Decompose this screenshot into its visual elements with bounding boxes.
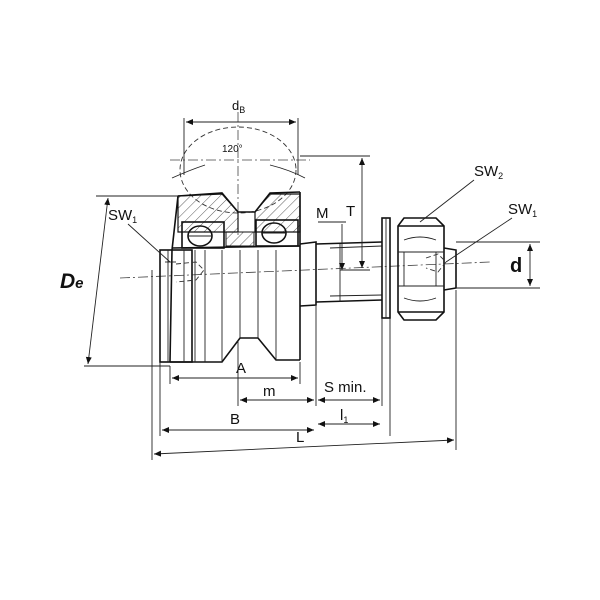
label-angle: 120° [222, 144, 243, 155]
dimension-T [300, 155, 370, 271]
hex-nut [397, 217, 445, 321]
dimension-De [84, 195, 178, 367]
hex-socket-left [165, 261, 205, 283]
label-l1: l1 [340, 407, 348, 425]
dimension-S-min [318, 318, 383, 406]
dimension-M [318, 221, 346, 270]
label-B: B [230, 411, 240, 428]
label-S-min: S min. [324, 379, 367, 396]
label-d: d [510, 255, 522, 277]
label-dB: dB [232, 98, 245, 115]
dimension-B [159, 362, 314, 436]
leader-SW1-left [127, 223, 171, 263]
label-SW2: SW2 [474, 163, 503, 181]
label-SW1-right: SW1 [508, 201, 537, 219]
label-L: L [296, 429, 304, 446]
label-A: A [236, 360, 246, 377]
dimension-L [151, 270, 457, 460]
dimension-d [456, 241, 540, 289]
label-SW1-left: SW1 [108, 207, 137, 225]
hatch-left [177, 193, 239, 233]
stud-shaft [299, 241, 383, 307]
dimension-dB [183, 118, 299, 175]
label-T: T [346, 203, 355, 220]
roller-body [159, 191, 301, 363]
groove-circle [170, 112, 310, 235]
bearing-balls [181, 219, 299, 249]
label-M: M [316, 205, 329, 222]
label-De: De [60, 270, 84, 293]
axis-center-line [119, 261, 491, 279]
leader-SW2 [419, 179, 475, 223]
thread-end [425, 247, 457, 291]
washer-plate [381, 217, 391, 319]
dimension-A [169, 362, 301, 384]
label-m: m [263, 383, 276, 400]
hatch-right [254, 193, 301, 233]
leader-SW1-right [445, 217, 513, 263]
dimension-l1 [318, 318, 391, 436]
dimension-m [237, 306, 317, 406]
